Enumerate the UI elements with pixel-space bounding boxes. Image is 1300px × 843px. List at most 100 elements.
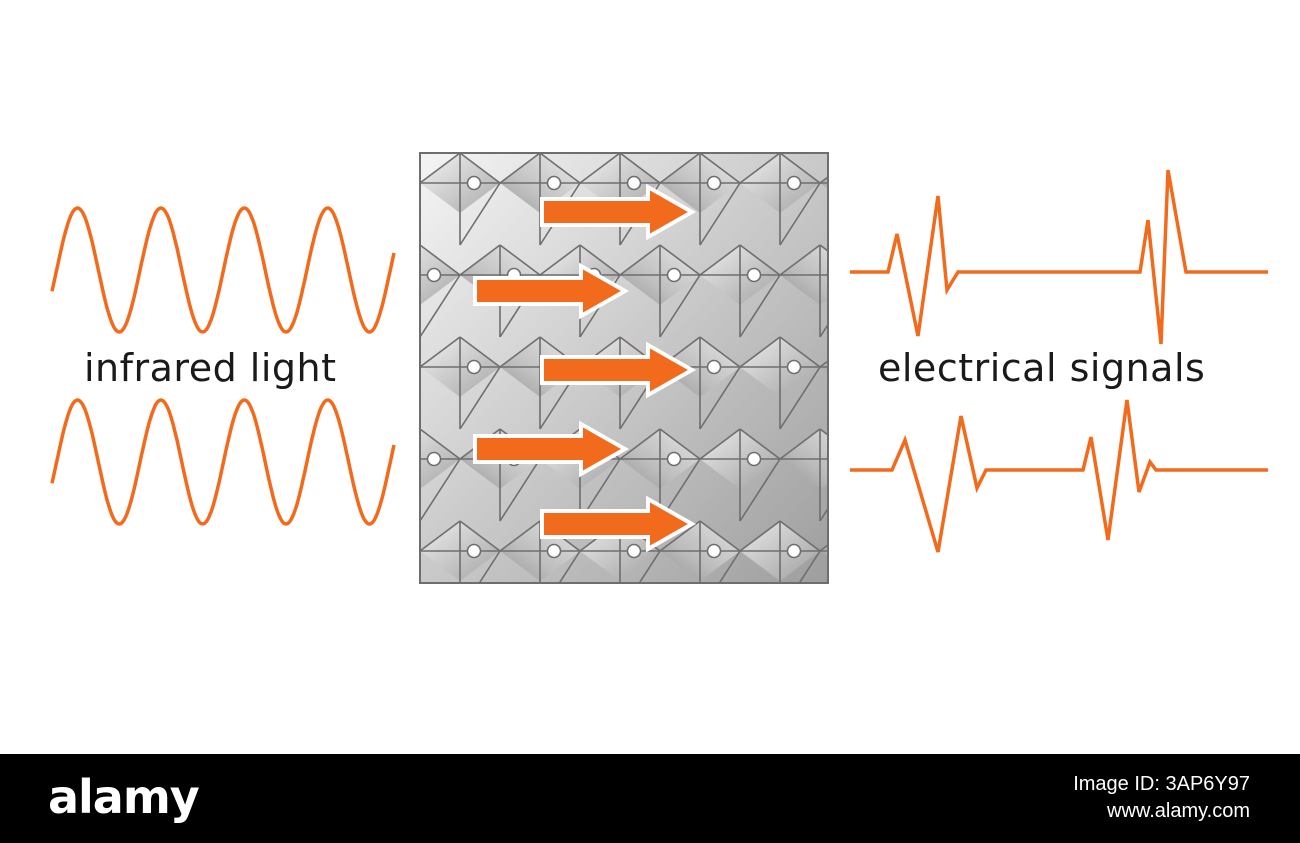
lattice-bond [860, 429, 900, 459]
lattice-bond [700, 613, 740, 643]
lattice-atom [668, 85, 681, 98]
lattice-tile [620, 61, 700, 121]
lattice-bond [660, 643, 700, 705]
lattice-atom [826, 270, 828, 280]
lattice-bond [740, 153, 741, 154]
right-arrow-icon [473, 420, 630, 478]
lattice-tile [780, 613, 860, 673]
lattice-atom [786, 359, 802, 375]
lattice-bond [779, 153, 821, 184]
lattice-atom [786, 175, 802, 191]
lattice-tile [380, 613, 460, 673]
lattice-atom [428, 637, 441, 650]
lattice-atom [426, 451, 442, 467]
lattice-bond [420, 182, 421, 183]
lattice-bond [580, 153, 581, 154]
right-arrow-icon [540, 183, 697, 241]
lattice-bond [860, 521, 900, 551]
lattice-atom [908, 269, 921, 282]
lattice-bond [980, 429, 1020, 459]
lattice-bond [780, 705, 820, 735]
lattice-tile [940, 613, 1020, 673]
lattice-bond [940, 183, 980, 245]
lattice-bond [699, 428, 741, 460]
lattice-atom [948, 729, 961, 742]
lattice-bond [739, 244, 781, 276]
lattice-bond [420, 458, 461, 522]
lattice-tile [620, 613, 700, 673]
lattice-bond [860, 705, 900, 735]
lattice-bond [620, 613, 660, 643]
lattice-bond [779, 182, 821, 246]
lattice-tile [540, 613, 620, 673]
lattice-atom [786, 543, 802, 559]
lattice-bond [699, 244, 741, 276]
lattice-bond [819, 428, 828, 436]
lattice-bond [420, 643, 460, 705]
lattice-atom [548, 729, 561, 742]
lattice-bond [340, 153, 380, 183]
lattice-bond [420, 244, 461, 276]
lattice-bond [659, 520, 701, 552]
lattice-bond [620, 61, 660, 91]
lattice-bond [459, 182, 501, 246]
lattice-bond [820, 705, 860, 735]
lattice-bond [819, 360, 828, 368]
lattice-bond [540, 61, 580, 91]
lattice-bond [739, 520, 781, 552]
lattice-bond [940, 705, 980, 735]
lattice-bond [340, 705, 380, 735]
lattice-bond [900, 61, 940, 91]
lattice-bond [420, 429, 421, 430]
lattice-atom [706, 359, 722, 375]
lattice-bond [420, 705, 460, 735]
lattice-atom [466, 359, 482, 375]
lattice-bond [860, 613, 900, 643]
lattice-bond [819, 544, 828, 552]
lattice-atom [746, 267, 762, 283]
lattice-bond [420, 550, 421, 551]
lattice-bond [499, 244, 541, 276]
brand-logo[interactable]: alamy [48, 770, 200, 824]
lattice-bond [860, 153, 900, 183]
lattice-bond [420, 274, 461, 338]
lattice-bond [740, 61, 780, 91]
electrical-signals-label: electrical signals [878, 346, 1206, 390]
lattice-bond [540, 613, 580, 643]
right-arrow-icon [540, 341, 697, 399]
lattice-bond [699, 336, 741, 368]
infrared-wave-bottom [50, 398, 396, 526]
lattice-bond [500, 61, 540, 91]
lattice-tile [820, 545, 828, 557]
right-arrow-icon [473, 262, 630, 320]
lattice-tile [820, 177, 828, 189]
lattice-atom [988, 453, 1001, 466]
lattice-atom [466, 175, 482, 191]
lattice-bond [699, 366, 741, 430]
lattice-bond [860, 183, 900, 245]
lattice-bond [699, 182, 741, 246]
lattice-tile [940, 61, 1020, 121]
lattice-bond [500, 705, 540, 735]
lattice-tile [860, 429, 940, 489]
lattice-bond [500, 153, 501, 154]
infrared-waves [50, 206, 396, 526]
lattice-bond [940, 153, 980, 183]
lattice-bond [779, 336, 821, 368]
lattice-atom [388, 545, 401, 558]
lattice-bond [940, 429, 980, 459]
lattice-bond [580, 705, 620, 735]
lattice-atom [428, 85, 441, 98]
lattice-bond [420, 613, 460, 643]
source-url-link[interactable]: www.alamy.com [1107, 800, 1250, 822]
lattice-bond [900, 643, 940, 705]
lattice-atom [706, 175, 722, 191]
lattice-bond [459, 153, 501, 184]
lattice-atom [668, 637, 681, 650]
lattice-bond [580, 613, 620, 643]
lattice-tile [460, 613, 540, 673]
lattice-bond [459, 520, 501, 552]
infrared-wave-top [50, 206, 396, 334]
infrared-light-label: infrared light [84, 346, 337, 390]
lattice-bond [980, 643, 1020, 705]
